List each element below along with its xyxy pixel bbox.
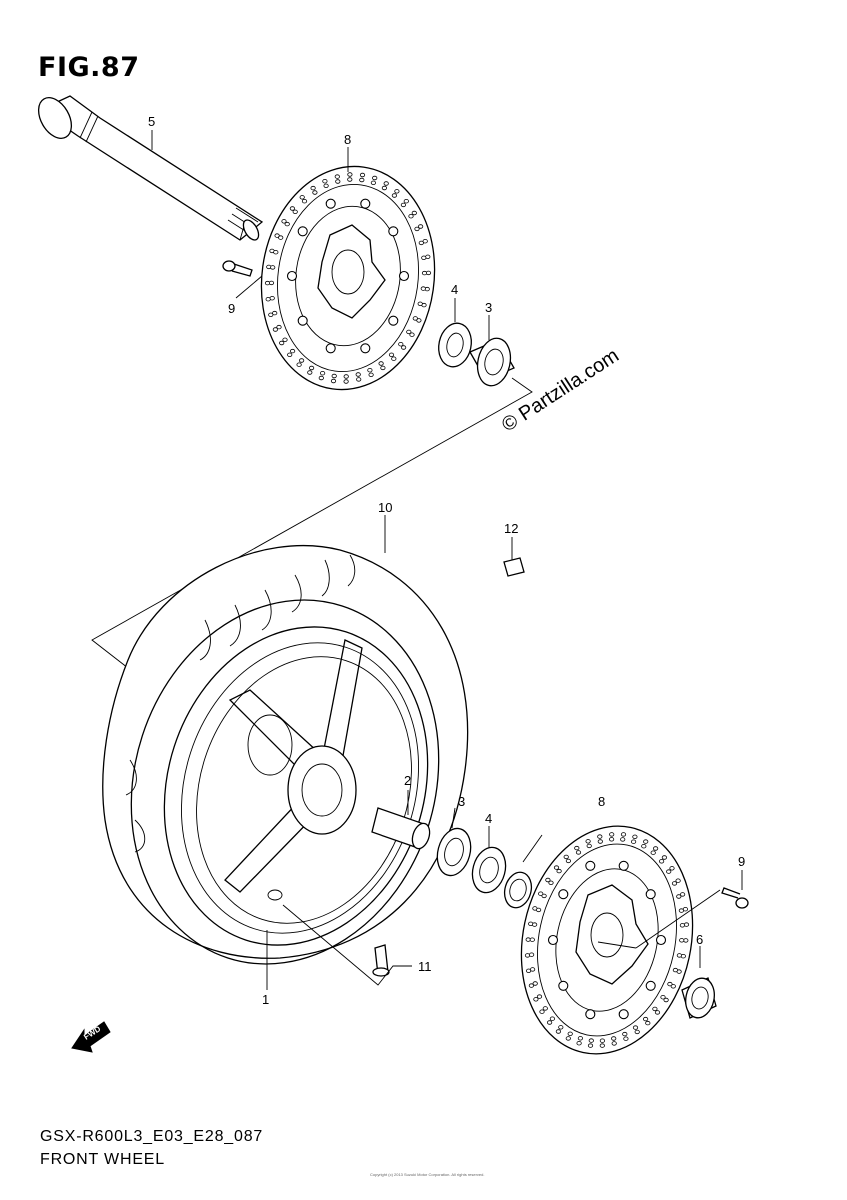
callout-4-upper[interactable]: 4: [451, 282, 458, 297]
seal-ring: [503, 871, 533, 909]
callout-4-lower[interactable]: 4: [485, 811, 492, 826]
disc-holes-lower: [524, 832, 690, 1048]
callout-2[interactable]: 2: [404, 773, 411, 788]
figure-title: FIG.87: [38, 52, 140, 83]
assembly-guide-line: [91, 377, 533, 669]
oil-seal-lower[interactable]: [468, 844, 511, 897]
balancer-weight[interactable]: [503, 557, 525, 577]
valve[interactable]: [372, 944, 390, 977]
axle[interactable]: [32, 92, 264, 243]
bearing-lower[interactable]: [432, 825, 475, 880]
callout-8-lower[interactable]: 8: [598, 794, 605, 809]
callout-8-upper[interactable]: 8: [344, 132, 351, 147]
disc-bolt-upper[interactable]: [222, 260, 253, 277]
bearing-upper[interactable]: [469, 335, 515, 389]
fwd-arrow-icon: FWD: [71, 1021, 111, 1053]
callout-5[interactable]: 5: [148, 114, 155, 129]
callout-3-lower[interactable]: 3: [458, 794, 465, 809]
disc-bolt-lower[interactable]: [721, 887, 749, 909]
callout-labels: 5 8 9 4 3 10 12 2 3 4 8 9 6 11 1: [148, 114, 745, 1007]
callout-3-upper[interactable]: 3: [485, 300, 492, 315]
wheel[interactable]: [85, 545, 485, 1005]
spacer[interactable]: [371, 807, 433, 851]
callout-10[interactable]: 10: [378, 500, 392, 515]
callout-9-lower[interactable]: 9: [738, 854, 745, 869]
callout-6[interactable]: 6: [696, 932, 703, 947]
callout-11[interactable]: 11: [418, 959, 432, 974]
brake-disc-upper[interactable]: [247, 155, 449, 401]
disc-spokes-upper: [286, 198, 410, 354]
oil-seal-upper[interactable]: [435, 320, 475, 370]
leader-lines: [151, 130, 743, 990]
disc-holes-upper: [264, 172, 432, 384]
figure-name: FRONT WHEEL: [40, 1151, 165, 1168]
callout-1[interactable]: 1: [262, 992, 269, 1007]
figure-code: GSX-R600L3_E03_E28_087: [40, 1128, 264, 1145]
brake-disc-lower[interactable]: [501, 810, 713, 1070]
callout-12[interactable]: 12: [504, 521, 518, 536]
copyright-small-print: Copyright (c) 2013 Suzuki Motor Corporat…: [370, 1172, 485, 1177]
callout-9-upper[interactable]: 9: [228, 301, 235, 316]
collar[interactable]: [681, 976, 718, 1021]
